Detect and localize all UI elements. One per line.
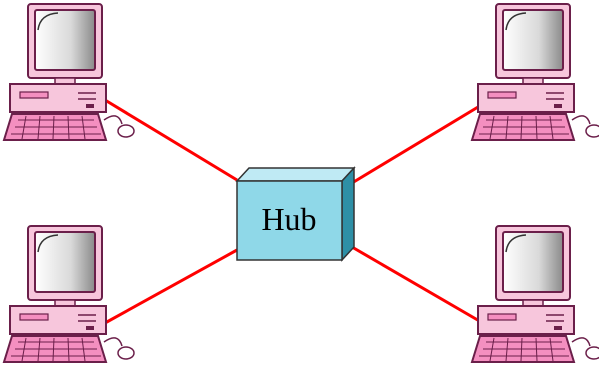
hub-device[interactable]: Hub <box>235 166 356 262</box>
hub-side-face <box>341 166 355 262</box>
network-links <box>104 98 489 328</box>
computer-top-left[interactable] <box>3 3 135 141</box>
hub-top-face <box>235 167 356 182</box>
link-bottom-right <box>351 245 489 328</box>
computer-bottom-left[interactable] <box>3 225 135 363</box>
hub-front-face <box>236 180 343 261</box>
link-top-right <box>351 99 489 185</box>
hub-label: Hub <box>261 201 316 237</box>
link-bottom-left <box>104 248 238 325</box>
computer-bottom-right[interactable] <box>471 225 599 363</box>
computer-top-right[interactable] <box>471 3 599 141</box>
link-top-left <box>104 98 238 182</box>
